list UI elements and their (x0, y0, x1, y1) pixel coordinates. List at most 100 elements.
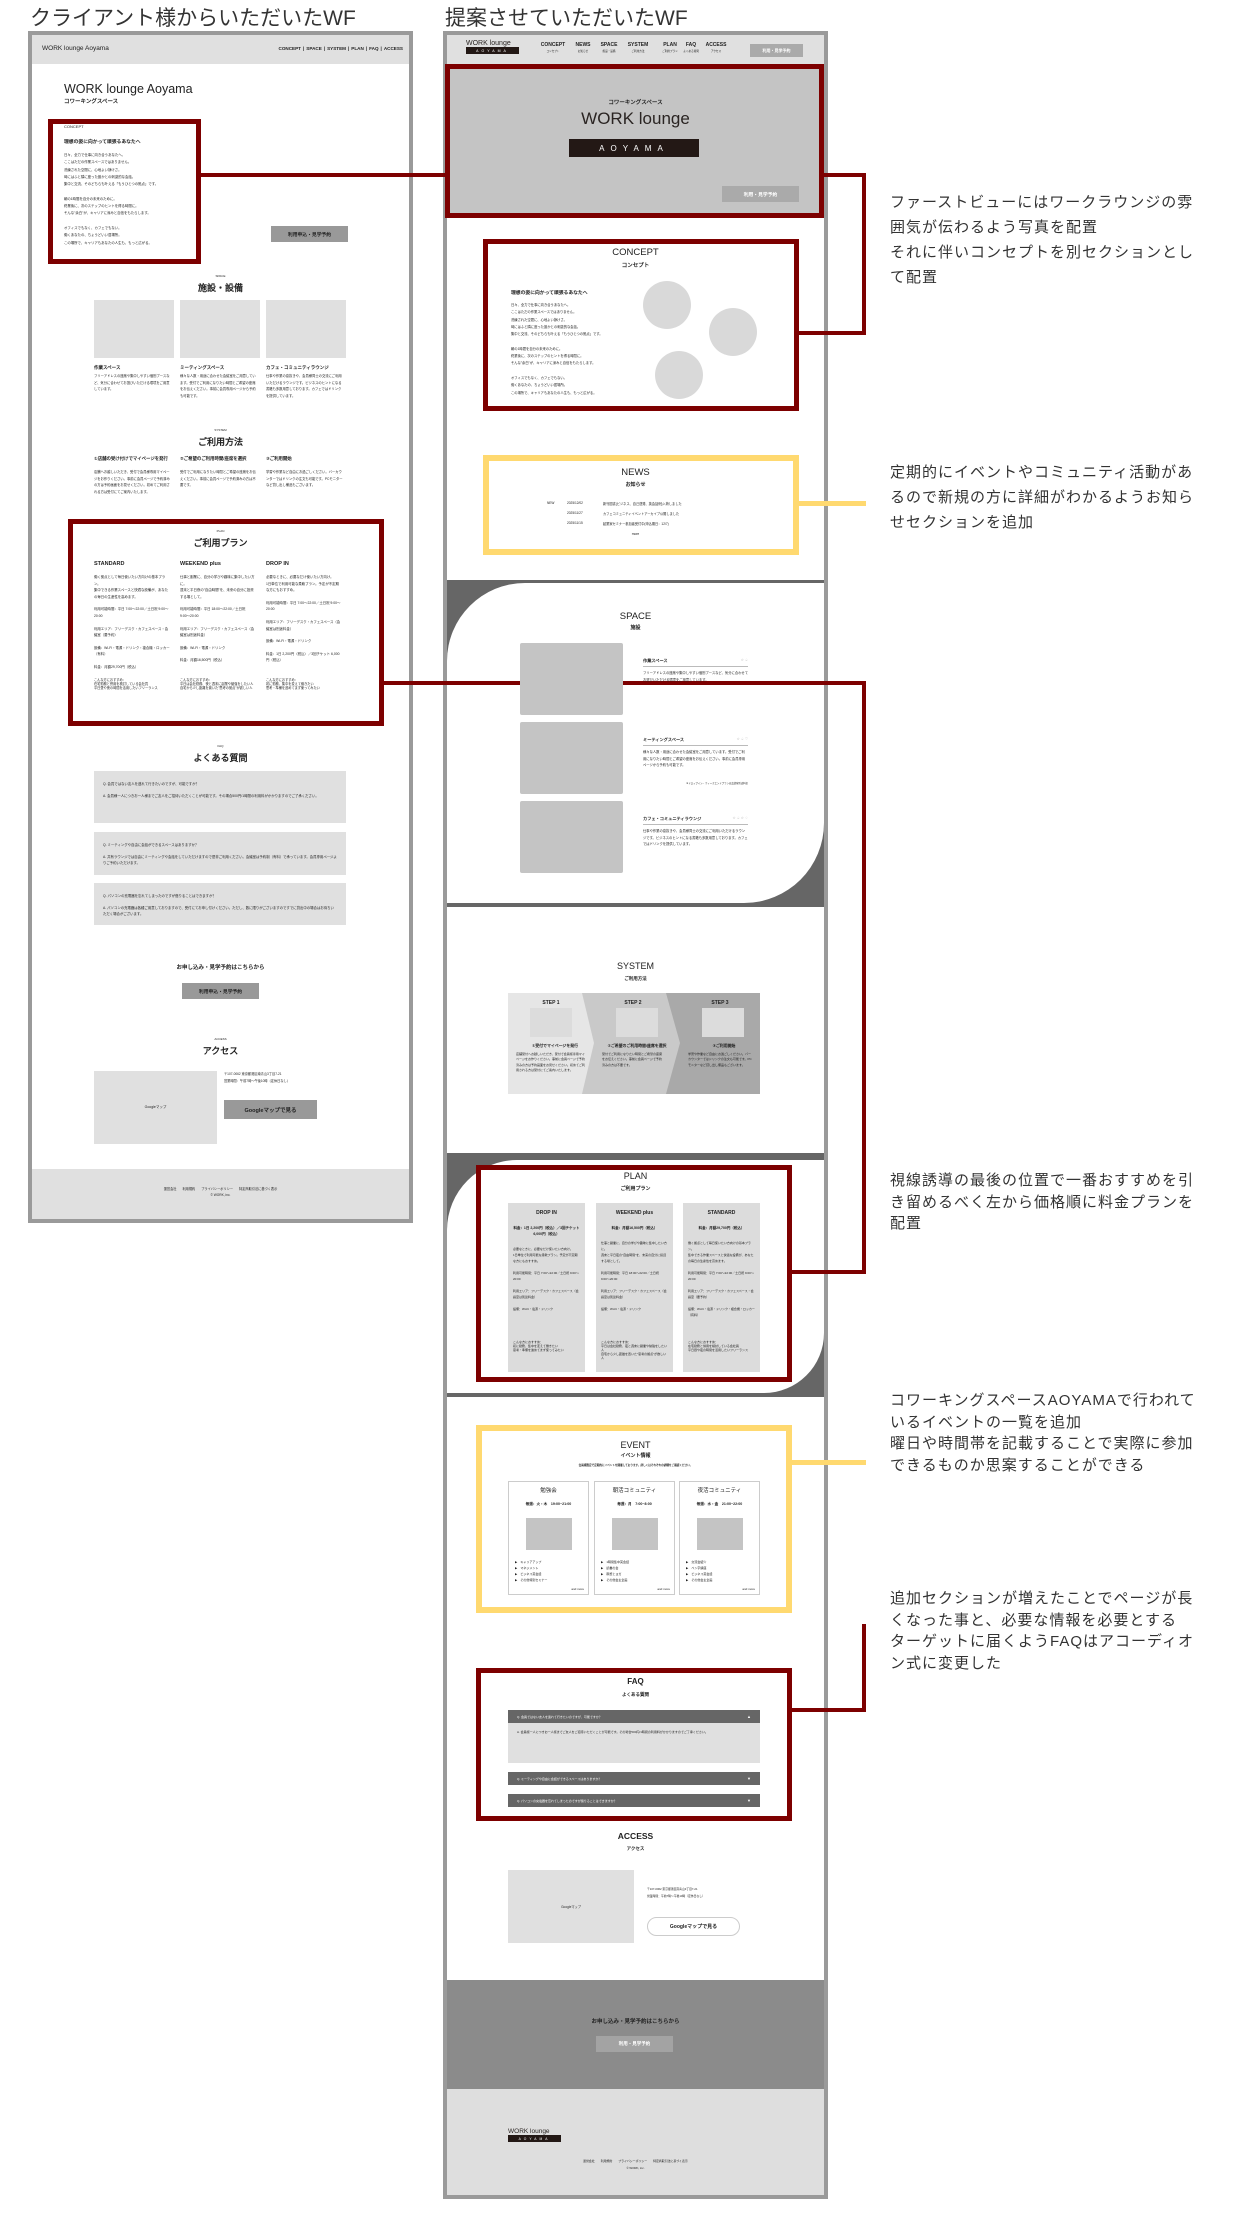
space-photo-placeholder (520, 801, 623, 873)
bullet-triangle-icon: ▶ (686, 1578, 689, 1582)
footer-link[interactable]: プライバシーポリシー (201, 1187, 234, 1191)
annotation-faq: 追加セクションが増えたことでページが長 くなった事と、必要な情報を必要とする タ… (890, 1590, 1194, 1672)
space-photo-placeholder (180, 300, 260, 358)
event-card[interactable]: 勉強会毎週：火・木 19:00~21:00▶キャリアアップ▶マネジメント▶ビジネ… (508, 1481, 589, 1595)
nav-separator: | (303, 46, 305, 51)
client-nav-item-plan[interactable]: PLAN (351, 46, 364, 51)
space-desc: フリーアドレスの座席や集中しやすい個別ブースなど、気分に合わせてお選びいただける… (94, 374, 170, 391)
plan-equip: 設備：Wi-Fi・電源・ドリンク (266, 639, 312, 644)
footer-link[interactable]: 特定商取引法に基づく表示 (239, 1187, 278, 1191)
faq-question[interactable]: Q. ミーティングや自由に会話ができるスペースはありますか？ (103, 843, 199, 847)
space-name: 作業スペース (94, 365, 121, 370)
plan-desc: 必要なときに、必要なだけ使いたい方向け。 1日単位で利用可能な柔軟プラン。予定が… (266, 575, 339, 593)
footer-link[interactable]: プライバシーポリシー (618, 2159, 648, 2163)
footer-link[interactable]: 運営会社 (163, 1187, 177, 1191)
faq-accordion-header[interactable]: Q. パソコンの充電器を忘れてしまったのですが借りることはできますか？▼ (508, 1794, 760, 1807)
header-logo[interactable]: WORK lounge AOYAMA (466, 40, 519, 54)
event-topic: ▶交流会紹介 (686, 1559, 712, 1565)
plan-price: 料金：月額29,700円（税込） (698, 1226, 745, 1230)
footer-link[interactable]: 利用規約 (600, 2159, 613, 2163)
event-topic-label: 読書の会 (606, 1566, 619, 1570)
nav-item-sublabel: よくある質問 (683, 50, 699, 53)
news-date: 2025/12/02 (567, 501, 583, 505)
space-amenity-icons: ☆ ♤ (740, 658, 748, 662)
header-reserve-button[interactable]: 利用・見学予約 (750, 44, 803, 57)
plan-equip: 設備：Wi-Fi・電源・ドリンク・複合機・ロッカー（有料） (94, 645, 170, 657)
step-title: ①店舗の受け付けでマイページを発行 (94, 456, 168, 461)
client-cta-button[interactable]: 利用申込・見学予約 (182, 983, 259, 999)
event-more-link[interactable]: and more (657, 1587, 670, 1591)
news-title[interactable]: 新刊図書(ビジネス、自己啓発、英会話例)入荷しました (603, 502, 682, 506)
client-nav-item-concept[interactable]: CONCEPT (278, 46, 301, 51)
step-label: STEP 1 (542, 1000, 560, 1006)
event-more-link[interactable]: and more (571, 1587, 584, 1591)
space-name: カフェ・コミュニティラウンジ (643, 816, 702, 821)
client-access-title: アクセス (202, 1046, 239, 1056)
footer-logo-wordmark: WORK lounge (508, 2128, 550, 2135)
client-map-button[interactable]: Googleマップで見る (224, 1100, 317, 1119)
chevron-down-icon[interactable]: ▼ (747, 1776, 751, 1781)
plan-recommend: こんな方におすすめ： 平日は会社勤務、夜と週末に副業や勉強をしたい人 自宅から少… (601, 1340, 668, 1360)
client-nav-item-space[interactable]: SPACE (306, 46, 322, 51)
client-nav-item-access[interactable]: ACCESS (383, 46, 403, 51)
connector-plan (384, 681, 866, 685)
faq-question[interactable]: Q. 会員ではない友人を連れて行きたいのですが、可能ですか？ (103, 782, 199, 786)
google-map-button[interactable]: Googleマップで見る (647, 1917, 740, 1936)
event-topic-label: マネジメント (520, 1566, 539, 1570)
footer-link[interactable]: 特定商取引法に基づく表示 (653, 2159, 688, 2163)
news-more-link[interactable]: more (631, 532, 640, 536)
space-desc: 仕事や作業の息抜きや、会員様同士の交流にご利用いただけるラウンジです。ビジネスの… (266, 374, 342, 398)
nav-item-sublabel: ご利用方法 (631, 50, 645, 53)
client-nav-item-faq[interactable]: FAQ (369, 46, 379, 51)
client-concept-body: 日々、全力で仕事に向き合うあなたへ。 ここはただの作業スペースではありません。 … (64, 153, 159, 245)
faq-answer: A. パソコンの充電器は各種ご用意しておりますので、受付にてお申し付けください。… (103, 905, 334, 917)
news-title[interactable]: 起業家セミナー参加者受付中(申込期日：12/7) (603, 522, 669, 526)
highlight-box-news (483, 455, 799, 555)
footer-logo-bar: AOYAMA (508, 2135, 561, 2142)
chevron-down-icon[interactable]: ▼ (747, 1798, 751, 1803)
space-heading: ミーティングスペース☆ ♤ ♡ (643, 737, 748, 746)
bullet-triangle-icon: ▶ (515, 1566, 518, 1570)
map-placeholder[interactable]: Googleマップ (508, 1870, 634, 1943)
client-map-placeholder[interactable]: Googleマップ (94, 1071, 217, 1144)
nav-separator: | (347, 46, 350, 51)
event-schedule: 毎週：水・金 21:00~22:00 (696, 1502, 743, 1506)
chevron-up-icon[interactable]: ▲ (747, 1714, 751, 1719)
client-apply-button[interactable]: 利用申込・見学予約 (271, 226, 348, 242)
event-card[interactable]: 夜活コミュニティ毎週：水・金 21:00~22:00▶交流会紹介▶ペン字講座▶ビ… (679, 1481, 760, 1595)
event-title: EVENT (620, 1440, 651, 1450)
event-more-link[interactable]: and more (742, 1587, 755, 1591)
event-card[interactable]: 朝活コミュニティ毎週：月 7:00~8:00▶1時間集中英会話▶読書の会▶瞑想と… (594, 1481, 675, 1595)
space-amenity-icons: ☆ ♤ ♡ (736, 737, 748, 741)
client-logo[interactable]: WORK lounge Aoyama (42, 45, 109, 52)
plan-equip: 設備：Wi-Fi・電源・ドリンク (601, 1307, 641, 1311)
footer-logo[interactable]: WORK lounge AOYAMA (508, 2128, 561, 2142)
plan-area: 利用エリア：フリーデスク・カフェスペース・会議室（要予約） (688, 1289, 754, 1299)
bullet-triangle-icon: ▶ (686, 1566, 689, 1570)
cta-reserve-button[interactable]: 利用・見学予約 (596, 2036, 673, 2052)
plan-area: 利用エリア：フリーデスク・カフェスペース・会議室（要予約） (94, 626, 169, 638)
space-desc: 様々な人数・用途に合わせた会議室をご用意しています。受付でご利用になりたい時間と… (180, 374, 256, 398)
step-desc: 学習や作業など自由にお過ごしください。バーカウンターではドリンクの注文も可能です… (688, 1052, 752, 1067)
step-label: STEP 2 (624, 1000, 642, 1006)
footer-link[interactable]: 利用規約 (182, 1187, 196, 1191)
client-nav-item-system[interactable]: SYSTEM (327, 46, 346, 51)
news-title[interactable]: カフェコミュニティイベントアーカイブ公開しました (603, 512, 680, 516)
highlight-box-hero (445, 64, 824, 218)
faq-question[interactable]: Q. パソコンの充電器を忘れてしまったのですが借りることはできますか？ (103, 894, 216, 898)
step-desc: 学習や作業など自由にお過ごしください。バーカウンターではドリンクの注文も可能です… (266, 470, 343, 487)
concept-photo-circle (643, 281, 691, 329)
hero-reserve-button[interactable]: 利用・見学予約 (722, 186, 799, 202)
faq-accordion-header[interactable]: Q. ミーティングや自由に会話ができるスペースはありますか？▼ (508, 1772, 760, 1785)
news-badge: NEW (547, 501, 555, 505)
highlight-box-faq (476, 1668, 792, 1821)
footer-link[interactable]: 運営会社 (583, 2159, 595, 2163)
faq-accordion-header[interactable]: Q. 会員ではない友人を連れて行きたいのですが、可能ですか？▲ (508, 1710, 760, 1723)
